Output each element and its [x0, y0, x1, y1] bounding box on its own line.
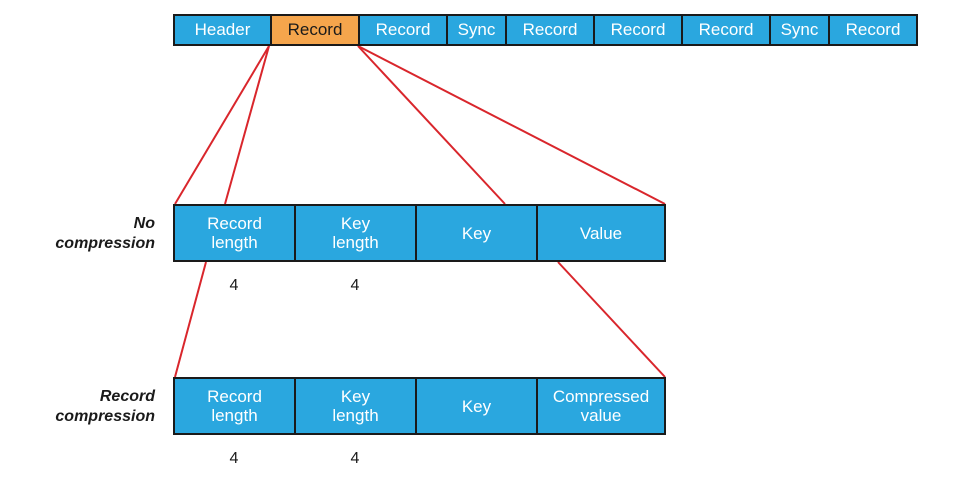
- strip-cell-record: Record: [507, 16, 595, 44]
- record-layout-no-compression: Record length Key length Key Value: [173, 204, 666, 262]
- strip-cell-record: Record: [360, 16, 448, 44]
- size-record-length: 4: [229, 277, 239, 294]
- cell-record-length: Record length: [175, 206, 296, 260]
- cell-compressed-value: Compressed value: [538, 379, 664, 433]
- cell-key: Key: [417, 206, 538, 260]
- cell-value: Value: [538, 206, 664, 260]
- strip-cell-sync: Sync: [771, 16, 830, 44]
- connector-line: [357, 45, 506, 205]
- strip-cell-record: Record: [683, 16, 771, 44]
- strip-cell-header: Header: [175, 16, 272, 44]
- size-key-length: 4: [350, 277, 360, 294]
- connector-line: [224, 45, 270, 205]
- connector-line: [557, 261, 666, 378]
- size-key-length: 4: [350, 450, 360, 467]
- sequence-file-strip: Header Record Record Sync Record Record …: [173, 14, 918, 46]
- strip-cell-record: Record: [830, 16, 916, 44]
- cell-key-length: Key length: [296, 379, 417, 433]
- cell-key: Key: [417, 379, 538, 433]
- strip-cell-sync: Sync: [448, 16, 507, 44]
- row-label-no-compression: No compression: [55, 215, 155, 252]
- connector-line: [174, 261, 207, 378]
- cell-record-length: Record length: [175, 379, 296, 433]
- size-record-length: 4: [229, 450, 239, 467]
- connector-line: [357, 45, 666, 205]
- strip-cell-record-highlighted: Record: [272, 16, 360, 44]
- row-label-record-compression: Record compression: [55, 388, 155, 425]
- connector-line: [174, 45, 270, 205]
- strip-cell-record: Record: [595, 16, 683, 44]
- record-layout-record-compression: Record length Key length Key Compressed …: [173, 377, 666, 435]
- cell-key-length: Key length: [296, 206, 417, 260]
